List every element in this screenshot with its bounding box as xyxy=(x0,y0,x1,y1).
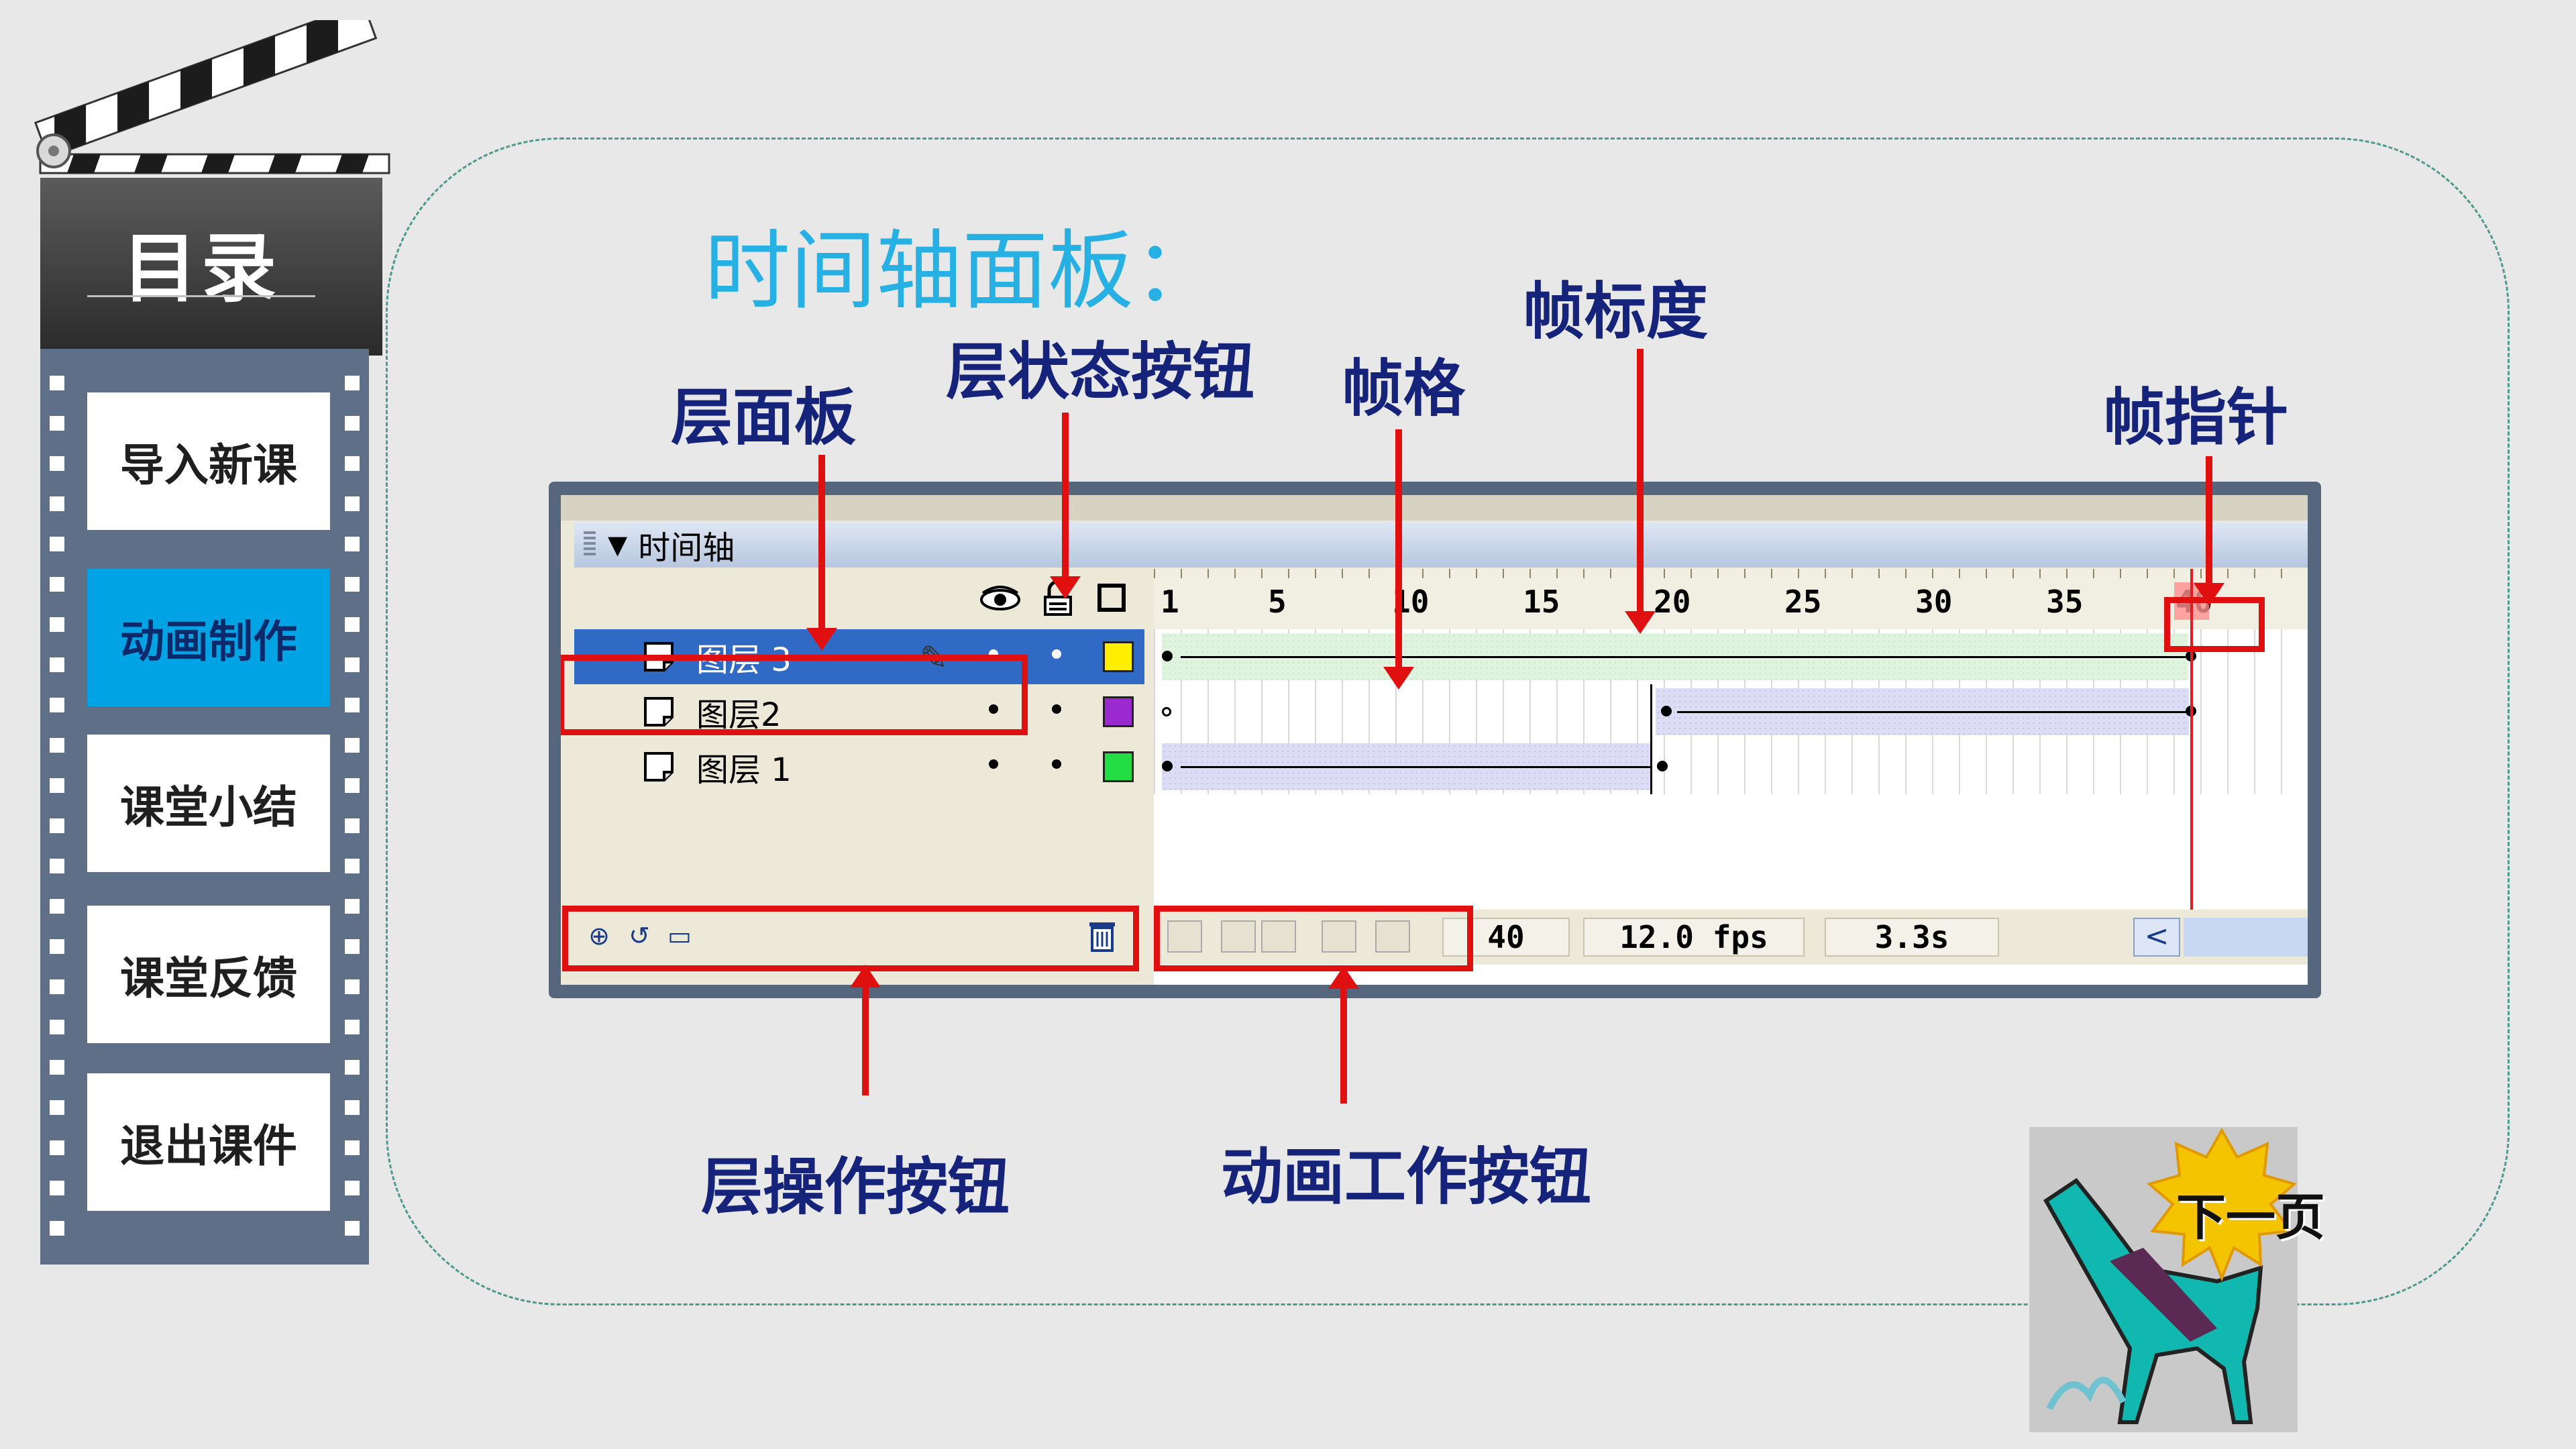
frame-row[interactable] xyxy=(1154,739,2308,794)
trash-icon[interactable] xyxy=(1087,918,1118,953)
ruler-tick: 30 xyxy=(1915,584,1953,620)
lock-dot[interactable] xyxy=(1052,759,1061,769)
layer-row[interactable]: 图层2 xyxy=(574,684,1144,739)
layer-color-swatch[interactable] xyxy=(1103,751,1134,782)
collapse-triangle-icon[interactable]: ▼ xyxy=(608,530,628,559)
grip-handle-icon[interactable] xyxy=(584,531,596,558)
layer-pane: 图层 3 ✎ 图层2 图层 xyxy=(574,569,1144,938)
arrow-layer-ops xyxy=(850,965,881,1095)
center-frame-icon[interactable] xyxy=(1167,920,1202,953)
menu-item-animation[interactable]: 动画制作 xyxy=(87,569,330,706)
clapperboard-top-icon xyxy=(34,20,390,174)
layer-color-swatch[interactable] xyxy=(1103,696,1134,727)
layer-ops-toolbar: ⊕ ↺ ▭ xyxy=(574,909,1144,963)
callout-animation-buttons: 动画工作按钮 xyxy=(1221,1141,1592,1213)
frame-ruler[interactable]: 1 5 10 15 20 25 30 35 40 xyxy=(1154,569,2308,631)
layer-doc-icon xyxy=(644,697,674,727)
callout-layer-ops-buttons: 层操作按钮 xyxy=(701,1151,1010,1223)
keyframe[interactable] xyxy=(1162,761,1173,771)
eye-icon[interactable] xyxy=(980,584,1020,613)
frame-row[interactable] xyxy=(1154,684,2308,739)
film-perforations-right xyxy=(345,376,360,1251)
arrow-playhead xyxy=(2194,456,2224,606)
ruler-tick: 20 xyxy=(1654,584,1691,620)
tween-arrow xyxy=(1677,711,2187,713)
page-title: 时间轴面板： xyxy=(704,221,1220,321)
visible-dot[interactable] xyxy=(989,759,998,769)
timeline-top-strip xyxy=(561,495,2308,521)
timeline-panel: ▼ 时间轴 xyxy=(561,495,2308,985)
layer-row[interactable]: 图层 1 xyxy=(574,739,1144,794)
callout-frame-ruler: 帧标度 xyxy=(1523,276,1709,347)
starburst-badge-icon xyxy=(2147,1127,2298,1281)
ruler-tick: 25 xyxy=(1784,584,1822,620)
menu-item-exit[interactable]: 退出课件 xyxy=(87,1073,330,1211)
content-panel xyxy=(386,138,2510,1305)
visible-dot[interactable] xyxy=(989,704,998,714)
menu-board: 目录 xyxy=(40,178,382,356)
empty-keyframe[interactable] xyxy=(1162,707,1171,716)
lock-dot[interactable] xyxy=(1052,649,1061,659)
arrow-layer-state xyxy=(1050,413,1081,599)
menu-item-feedback[interactable]: 课堂反馈 xyxy=(87,906,330,1043)
add-motion-guide-icon[interactable]: ↺ xyxy=(629,921,650,951)
film-perforations-left xyxy=(50,376,64,1251)
layer-name: 图层2 xyxy=(696,696,782,734)
ruler-tick: 35 xyxy=(2046,584,2084,620)
highlight-layer-row xyxy=(561,655,1028,735)
menu-title: 目录 xyxy=(122,225,280,313)
elapsed-time-readout: 3.3s xyxy=(1825,918,1999,957)
frame-pane[interactable]: 1 5 10 15 20 25 30 35 40 xyxy=(1154,569,2308,985)
frame-rate-readout: 12.0 fps xyxy=(1583,918,1805,957)
span-end-marker xyxy=(1650,684,1652,739)
callout-playhead: 帧指针 xyxy=(2103,382,2289,453)
arrow-frame-cell xyxy=(1383,429,1414,690)
menu-item-summary[interactable]: 课堂小结 xyxy=(87,735,330,872)
layer-name: 图层 1 xyxy=(696,751,792,789)
tween-arrow xyxy=(1181,656,2187,658)
layer-color-swatch[interactable] xyxy=(1103,641,1134,672)
arrow-animation-buttons xyxy=(1328,966,1359,1104)
menu-item-import-lesson[interactable]: 导入新课 xyxy=(87,392,330,530)
deer-icon xyxy=(2043,1177,2263,1424)
animation-toolbar: 40 12.0 fps 3.3s < xyxy=(1154,910,2308,965)
keyframe[interactable] xyxy=(1661,706,1672,716)
onion-skin-outlines-icon[interactable] xyxy=(1261,920,1296,953)
ruler-tick: 1 xyxy=(1161,584,1179,620)
tween-arrow xyxy=(1181,766,1650,768)
callout-layer-panel: 层面板 xyxy=(671,382,857,453)
scroll-left-button[interactable]: < xyxy=(2133,918,2180,957)
ruler-tick: 15 xyxy=(1523,584,1560,620)
callout-layer-state-buttons: 层状态按钮 xyxy=(946,336,1255,408)
timeline-header-label: 时间轴 xyxy=(638,529,735,567)
current-frame-readout: 40 xyxy=(1442,918,1570,957)
insert-layer-folder-icon[interactable]: ▭ xyxy=(667,921,692,951)
arrow-frame-ruler xyxy=(1625,349,1656,634)
callout-frame-cell: 帧格 xyxy=(1342,353,1466,425)
playhead[interactable] xyxy=(2190,569,2193,945)
span-end-marker xyxy=(1650,739,1652,794)
menu-title-underline xyxy=(87,295,315,297)
keyframe[interactable] xyxy=(1657,761,1668,771)
timeline-screenshot: ▼ 时间轴 xyxy=(549,482,2321,998)
edit-multiple-frames-icon[interactable] xyxy=(1322,920,1356,953)
keyframe[interactable] xyxy=(1162,651,1173,661)
outline-square-icon[interactable] xyxy=(1097,584,1126,612)
next-page-button[interactable] xyxy=(2029,1127,2298,1432)
layer-doc-icon xyxy=(644,752,674,782)
frame-row[interactable] xyxy=(1154,629,2308,684)
highlight-layer-ops xyxy=(562,906,1139,971)
insert-layer-icon[interactable]: ⊕ xyxy=(588,921,610,951)
timeline-header[interactable]: ▼ 时间轴 xyxy=(574,522,2308,568)
lock-dot[interactable] xyxy=(1052,704,1061,714)
highlight-animation-buttons xyxy=(1154,906,1473,971)
next-page-label[interactable]: 下一页 xyxy=(2176,1189,2325,1246)
ruler-tick: 5 xyxy=(1268,584,1287,620)
horizontal-scrollbar[interactable] xyxy=(2184,918,2308,957)
arrow-layer-panel xyxy=(806,455,837,651)
modify-onion-markers-icon[interactable] xyxy=(1375,920,1410,953)
onion-skin-icon[interactable] xyxy=(1221,920,1256,953)
